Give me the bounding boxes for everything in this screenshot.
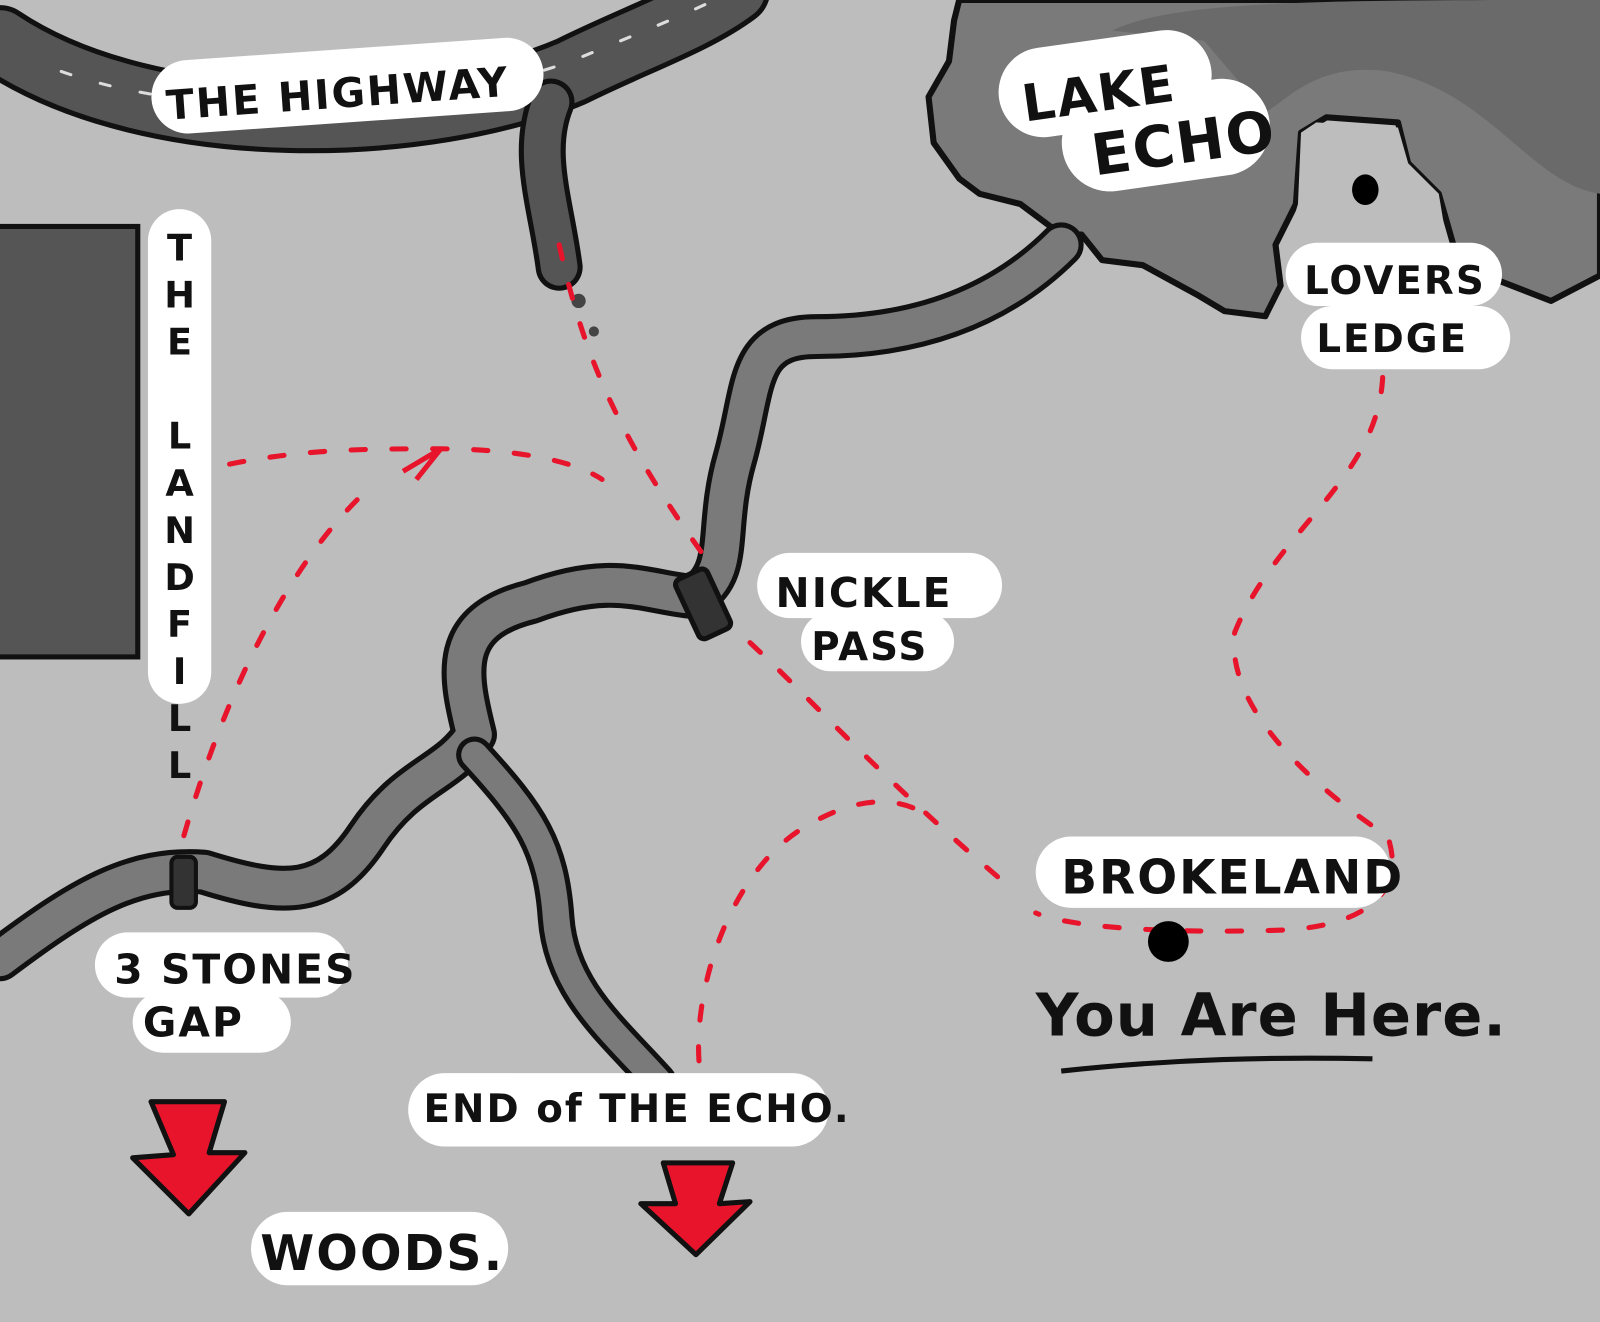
label-brokeland: BROKELAND — [1061, 851, 1404, 906]
label-pass: PASS — [811, 625, 928, 670]
label-woods: WOODS. — [260, 1225, 504, 1282]
nickle-pass-bridge — [673, 566, 734, 642]
arrow-down-icon — [638, 1160, 753, 1258]
three-stones-bridge — [169, 854, 198, 910]
trail-paths — [181, 242, 1395, 1064]
label-end-of-the-echo: END of THE ECHO. — [423, 1087, 850, 1132]
underline — [1060, 1055, 1373, 1074]
river — [0, 222, 1084, 1100]
label-nickle: NICKLE — [776, 569, 953, 617]
label-you-are-here: You Are Here. — [1035, 980, 1507, 1049]
label-3-stones: 3 STONES — [114, 945, 356, 993]
label-the-landfill: THE LANDFILL — [158, 226, 201, 791]
landfill-area — [0, 223, 141, 660]
label-gap: GAP — [143, 998, 244, 1046]
lovers-ledge-marker — [1352, 174, 1379, 206]
you-are-here-marker — [1147, 921, 1189, 962]
arrow-down-icon — [130, 1099, 248, 1217]
label-lovers: LOVERS — [1304, 259, 1486, 304]
label-ledge: LEDGE — [1316, 317, 1468, 362]
